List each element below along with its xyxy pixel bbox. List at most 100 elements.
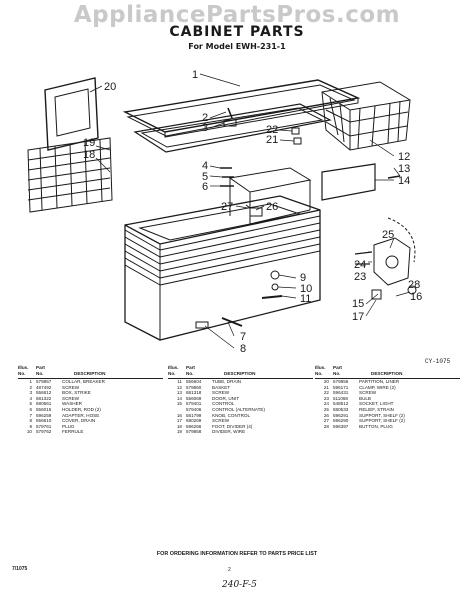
callout-11: 11 xyxy=(300,293,311,305)
illus-number: 15 xyxy=(176,401,182,407)
callout-10: 10 xyxy=(300,283,312,295)
illus-number: 28 xyxy=(323,423,329,429)
part-number: 487492 xyxy=(36,384,52,390)
part-description: BUTTON, PLUG xyxy=(359,423,393,429)
part-number: 681318 xyxy=(186,390,202,396)
part-number: 680533 xyxy=(333,406,349,412)
callout-27: 27 xyxy=(221,201,233,213)
part-description: BOX, STRIKE xyxy=(62,390,91,396)
part-number: 581799 xyxy=(186,412,202,418)
part-description: HOLDER, ROD (2) xyxy=(62,406,101,412)
illus-number: 26 xyxy=(323,412,329,418)
illus-number: 25 xyxy=(323,406,329,412)
cabinet-body-drawing xyxy=(124,167,321,341)
illus-number: 21 xyxy=(323,384,329,390)
figure-code: CY-1075 xyxy=(425,358,451,365)
illus-number: 5 xyxy=(29,401,32,407)
header-no: No. xyxy=(36,371,44,376)
callout-4: 4 xyxy=(202,160,208,172)
illus-number: 22 xyxy=(323,390,329,396)
part-number: 681322 xyxy=(36,395,52,401)
watermark: AppliancePartsPros.com xyxy=(73,2,401,28)
callout-20: 20 xyxy=(104,81,116,93)
part-description: FOOT, DIVIDER (4) xyxy=(212,423,253,429)
part-description: KNOB, CONTROL xyxy=(212,412,251,418)
part-number: 680269 xyxy=(186,418,202,424)
illus-number: 16 xyxy=(176,412,182,418)
page-title: CABINET PARTS xyxy=(169,24,305,40)
illus-number: 9 xyxy=(29,423,32,429)
part-number: 511068 xyxy=(333,395,348,401)
part-description: SOCKET, LIGHT xyxy=(359,401,394,407)
illus-number: 11 xyxy=(177,379,182,384)
part-description: SCREW xyxy=(212,390,230,396)
callout-18: 18 xyxy=(83,149,95,161)
illus-number: 8 xyxy=(29,418,32,424)
table-row: 28 596397 BUTTON, PLUG xyxy=(315,424,460,430)
part-description: DIVIDER, WIRE xyxy=(212,429,246,435)
part-number: 556069 xyxy=(186,395,202,401)
part-number: 548512 xyxy=(333,401,349,407)
callout-23: 23 xyxy=(354,271,366,283)
table-row: 13 681318 SCREW xyxy=(168,390,313,396)
callout-17: 17 xyxy=(352,311,364,323)
part-number: 680661 xyxy=(36,401,52,407)
table-row: 14 556069 DOOR, UNIT xyxy=(168,396,313,402)
callout-22: 22 xyxy=(266,124,278,136)
part-description: CONTROL (ALTERNATE) xyxy=(212,406,265,412)
illus-number: 3 xyxy=(29,390,32,396)
callout-25: 25 xyxy=(382,229,394,241)
part-number: 579856 xyxy=(333,379,349,384)
part-description: CLAMP, WIRE (2) xyxy=(359,384,396,390)
header-no: No. xyxy=(333,371,341,376)
basket-drawing xyxy=(321,81,411,151)
print-date: 7/1075 xyxy=(12,566,28,572)
small-parts-drawing xyxy=(195,107,417,329)
part-description: ADAPTER, HOSE xyxy=(62,412,100,418)
part-number: 556610 xyxy=(36,418,52,424)
callout-19: 19 xyxy=(83,137,95,149)
callout-12: 12 xyxy=(398,151,410,163)
table-row: 16 581799 KNOB, CONTROL xyxy=(168,413,313,419)
part-number: 596266 xyxy=(186,423,202,429)
table-row: 8 556610 COVER, DRAIN xyxy=(18,418,163,424)
callout-16: 16 xyxy=(410,291,422,303)
callout-8: 8 xyxy=(240,343,246,355)
part-number: 579857 xyxy=(36,379,52,384)
part-description: CONTROL xyxy=(212,401,235,407)
part-number: 579858 xyxy=(186,429,202,435)
exploded-parts-diagram: 1 2 3 4 5 6 7 8 9 10 11 12 13 14 15 16 1… xyxy=(27,69,422,355)
illus-number: 14 xyxy=(176,395,182,401)
part-number: 596397 xyxy=(333,423,349,429)
part-number: 579860 xyxy=(186,384,202,390)
part-description: DOOR, UNIT xyxy=(212,395,240,401)
callout-2: 2 xyxy=(202,112,208,124)
illus-number: 19 xyxy=(176,429,182,435)
page-subtitle: For Model EWH-231-1 xyxy=(188,42,286,51)
header-description: DESCRIPTION xyxy=(224,371,256,376)
illus-number: 13 xyxy=(176,390,182,396)
part-description: COLLAR, BREAKER xyxy=(62,379,105,384)
header-illus: Illus. xyxy=(18,365,29,370)
illus-number: 20 xyxy=(323,379,329,384)
illus-number: 24 xyxy=(323,401,329,407)
illus-number: 1 xyxy=(29,379,32,384)
part-description: COVER, DRAIN xyxy=(62,418,96,424)
